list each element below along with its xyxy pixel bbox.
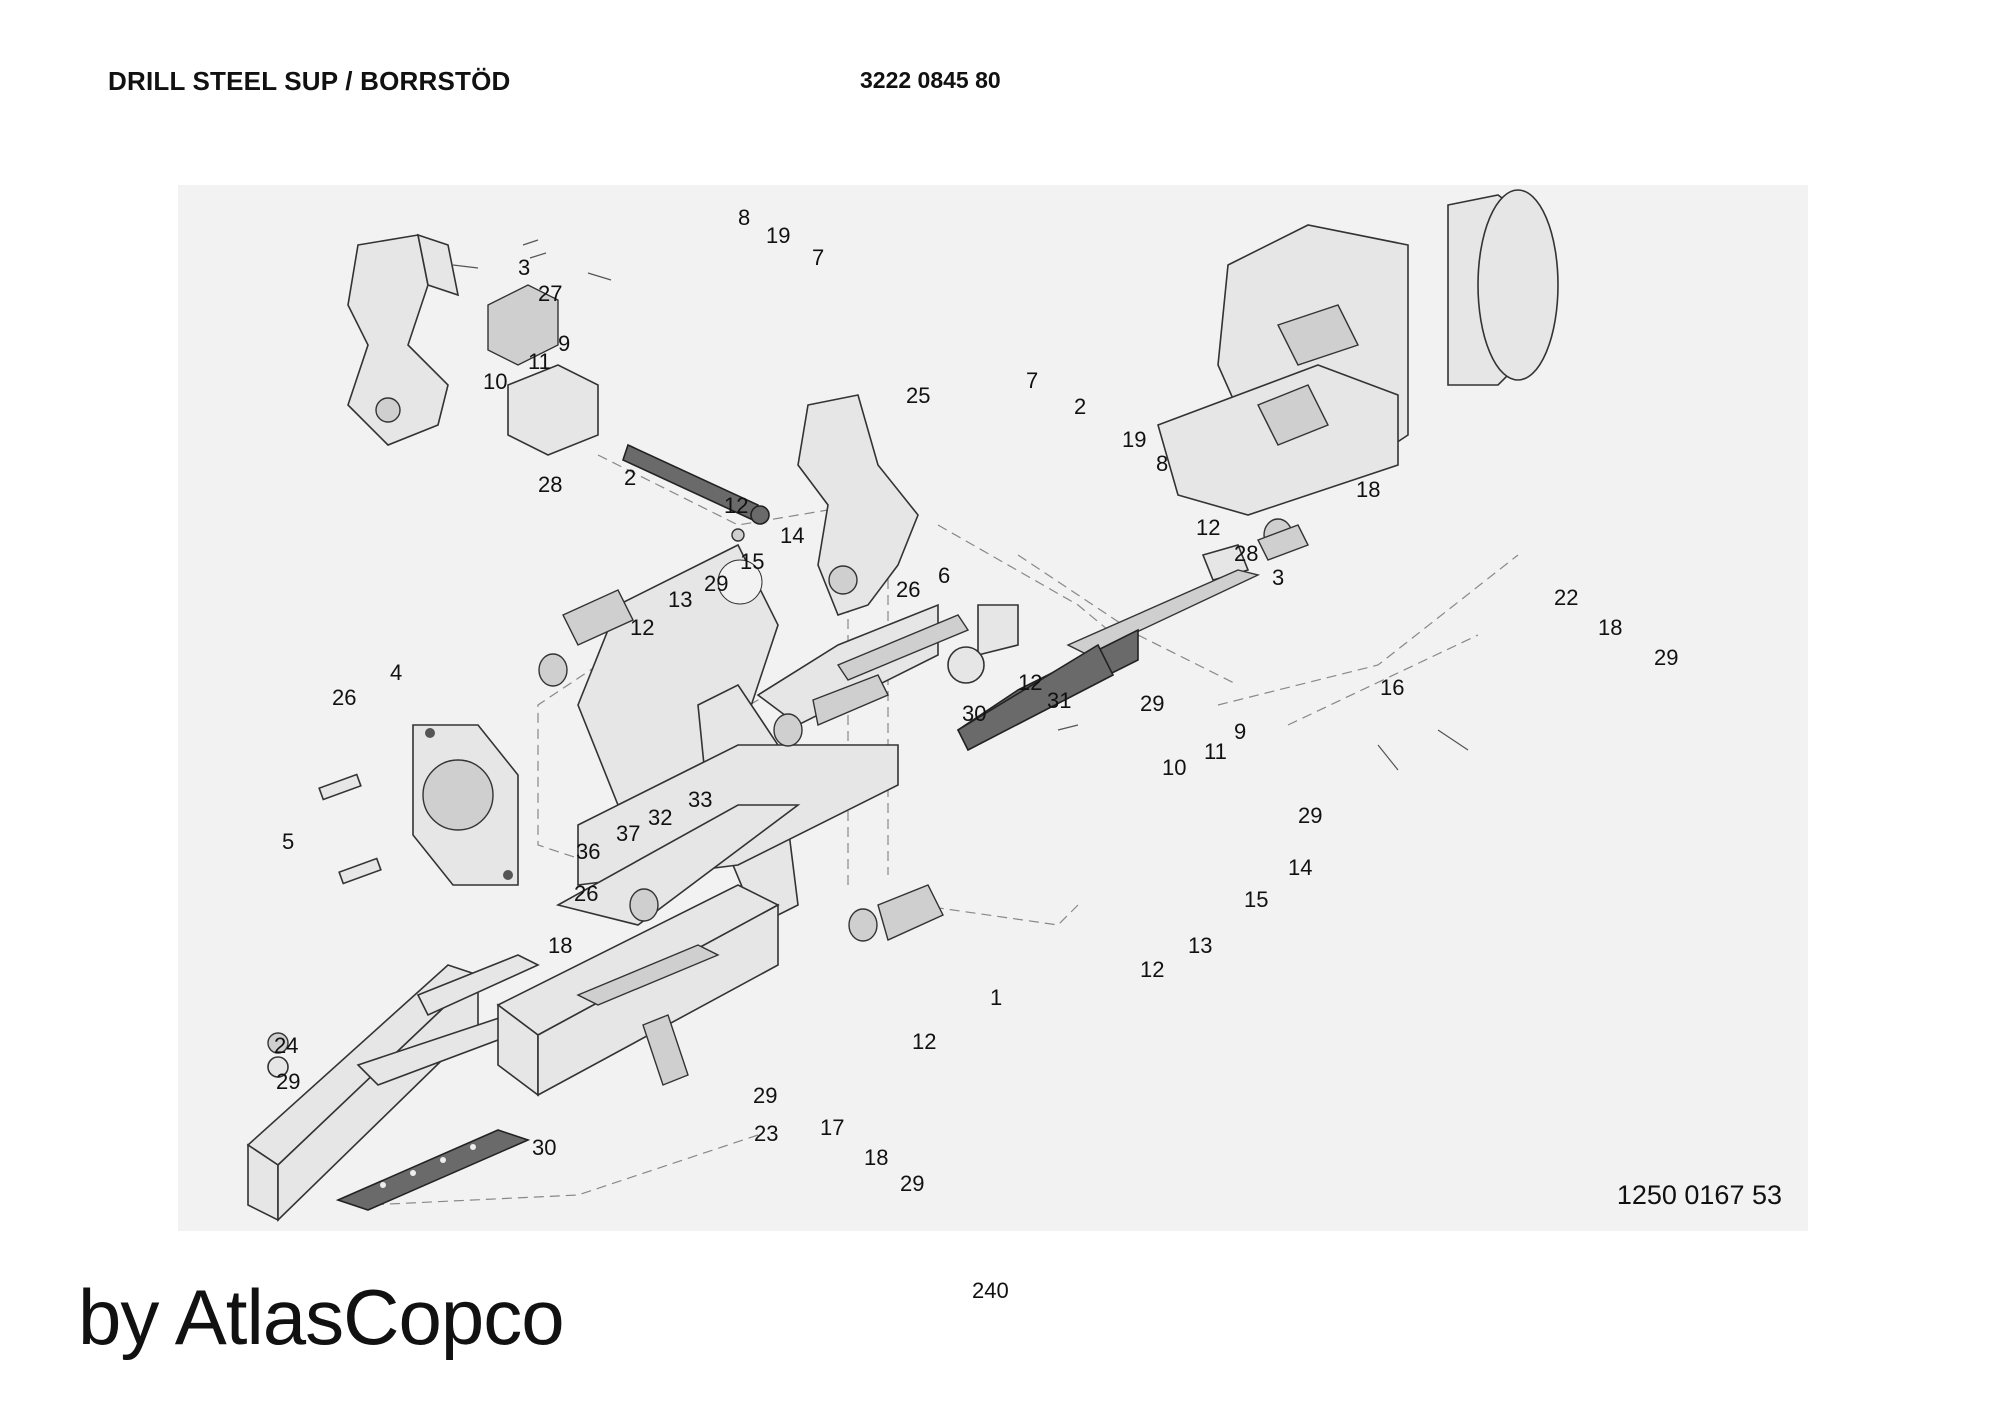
callout-3: 3 [518, 255, 530, 280]
callout-12: 12 [1018, 670, 1042, 695]
callout-2: 2 [1074, 394, 1086, 419]
guide-block [487, 284, 599, 456]
callout-9: 9 [1234, 719, 1246, 744]
callout-17: 17 [820, 1115, 844, 1140]
wear-plate [335, 1129, 531, 1211]
callout-28: 28 [1234, 541, 1258, 566]
callout-29: 29 [900, 1171, 924, 1196]
callout-12: 12 [630, 615, 654, 640]
callout-8: 8 [1156, 451, 1168, 476]
callout-10: 10 [1162, 755, 1186, 780]
callout-1: 1 [990, 985, 1002, 1010]
callout-34: 32 [648, 805, 672, 830]
callout-24: 24 [274, 1033, 298, 1058]
callout-29: 29 [1140, 691, 1164, 716]
parts-diagram: 8 19 3 7 27 9 11 10 28 2 12 25 7 2 19 8 … [246, 189, 1678, 1222]
callout-18: 18 [1356, 477, 1380, 502]
document-title: DRILL STEEL SUP / BORRSTÖD [108, 66, 511, 96]
feed-beam [246, 954, 541, 1222]
callout-12: 12 [1140, 957, 1164, 982]
callout-18: 18 [864, 1145, 888, 1170]
callout-29: 28 [538, 472, 562, 497]
callout-13: 13 [668, 587, 692, 612]
upper-arm-right [797, 394, 919, 616]
callout-22: 22 [1554, 585, 1578, 610]
screws [318, 773, 382, 885]
callout-3: 3 [1272, 565, 1284, 590]
callout-18: 18 [1598, 615, 1622, 640]
drawing-number: 1250 0167 53 [1616, 1180, 1782, 1210]
callout-12: 12 [724, 493, 748, 518]
callout-12: 12 [1196, 515, 1220, 540]
callout-36: 36 [576, 839, 600, 864]
callout-23: 23 [754, 1121, 778, 1146]
page-number: 240 [972, 1278, 1009, 1303]
callout-8: 8 [738, 205, 750, 230]
callout-6: 6 [938, 563, 950, 588]
callout-25: 25 [906, 383, 930, 408]
callout-15: 15 [1244, 887, 1268, 912]
pin-rod [622, 443, 770, 525]
exploded-view-drawing: 8 19 3 7 27 9 11 10 28 2 12 25 7 2 19 8 … [178, 185, 1808, 1231]
callout-16: 16 [1380, 675, 1404, 700]
callout-7: 7 [812, 245, 824, 270]
callout-35: 33 [688, 787, 712, 812]
callout-29: 29 [1298, 803, 1322, 828]
callout-12: 12 [912, 1029, 936, 1054]
mounting-flange [412, 724, 519, 886]
callout-11: 11 [1204, 739, 1227, 764]
drill-unit [1157, 189, 1559, 516]
callout-14: 14 [1288, 855, 1312, 880]
callout-13: 13 [1188, 933, 1212, 958]
callout-31: 30 [532, 1135, 556, 1160]
callout-19: 19 [766, 223, 790, 248]
part-number: 3222 0845 80 [860, 67, 1001, 93]
callout-19: 19 [1122, 427, 1146, 452]
support-bracket [496, 543, 1019, 1097]
callout-14: 14 [780, 523, 804, 548]
callout-labels: 8 19 3 7 27 9 11 10 28 2 12 25 7 2 19 8 … [274, 205, 1678, 1196]
callout-18: 18 [548, 933, 572, 958]
callout-32: 30 [962, 701, 986, 726]
callout-11: 11 [528, 349, 551, 374]
callout-33: 31 [1047, 688, 1071, 713]
brand-text: by AtlasCopco [78, 1273, 565, 1361]
callout-29: 29 [704, 571, 728, 596]
callout-26: 26 [332, 685, 356, 710]
upper-arm-left [347, 233, 460, 446]
hydraulic-cylinder [947, 544, 1261, 752]
callout-26: 26 [896, 577, 920, 602]
small-parts [267, 518, 1309, 1086]
callout-29: 29 [1654, 645, 1678, 670]
callout-7: 7 [1026, 368, 1038, 393]
callout-10: 10 [483, 369, 507, 394]
callout-15: 15 [740, 549, 764, 574]
callout-30: 29 [753, 1083, 777, 1108]
callout-27: 26 [574, 881, 598, 906]
callout-4: 4 [390, 660, 402, 685]
leader-lines [452, 239, 1469, 771]
callout-28: 27 [538, 281, 562, 306]
callout-30: 29 [276, 1069, 300, 1094]
callout-9: 9 [558, 331, 570, 356]
callout-2: 2 [624, 465, 636, 490]
callout-5: 5 [282, 829, 294, 854]
callout-37: 37 [616, 821, 640, 846]
